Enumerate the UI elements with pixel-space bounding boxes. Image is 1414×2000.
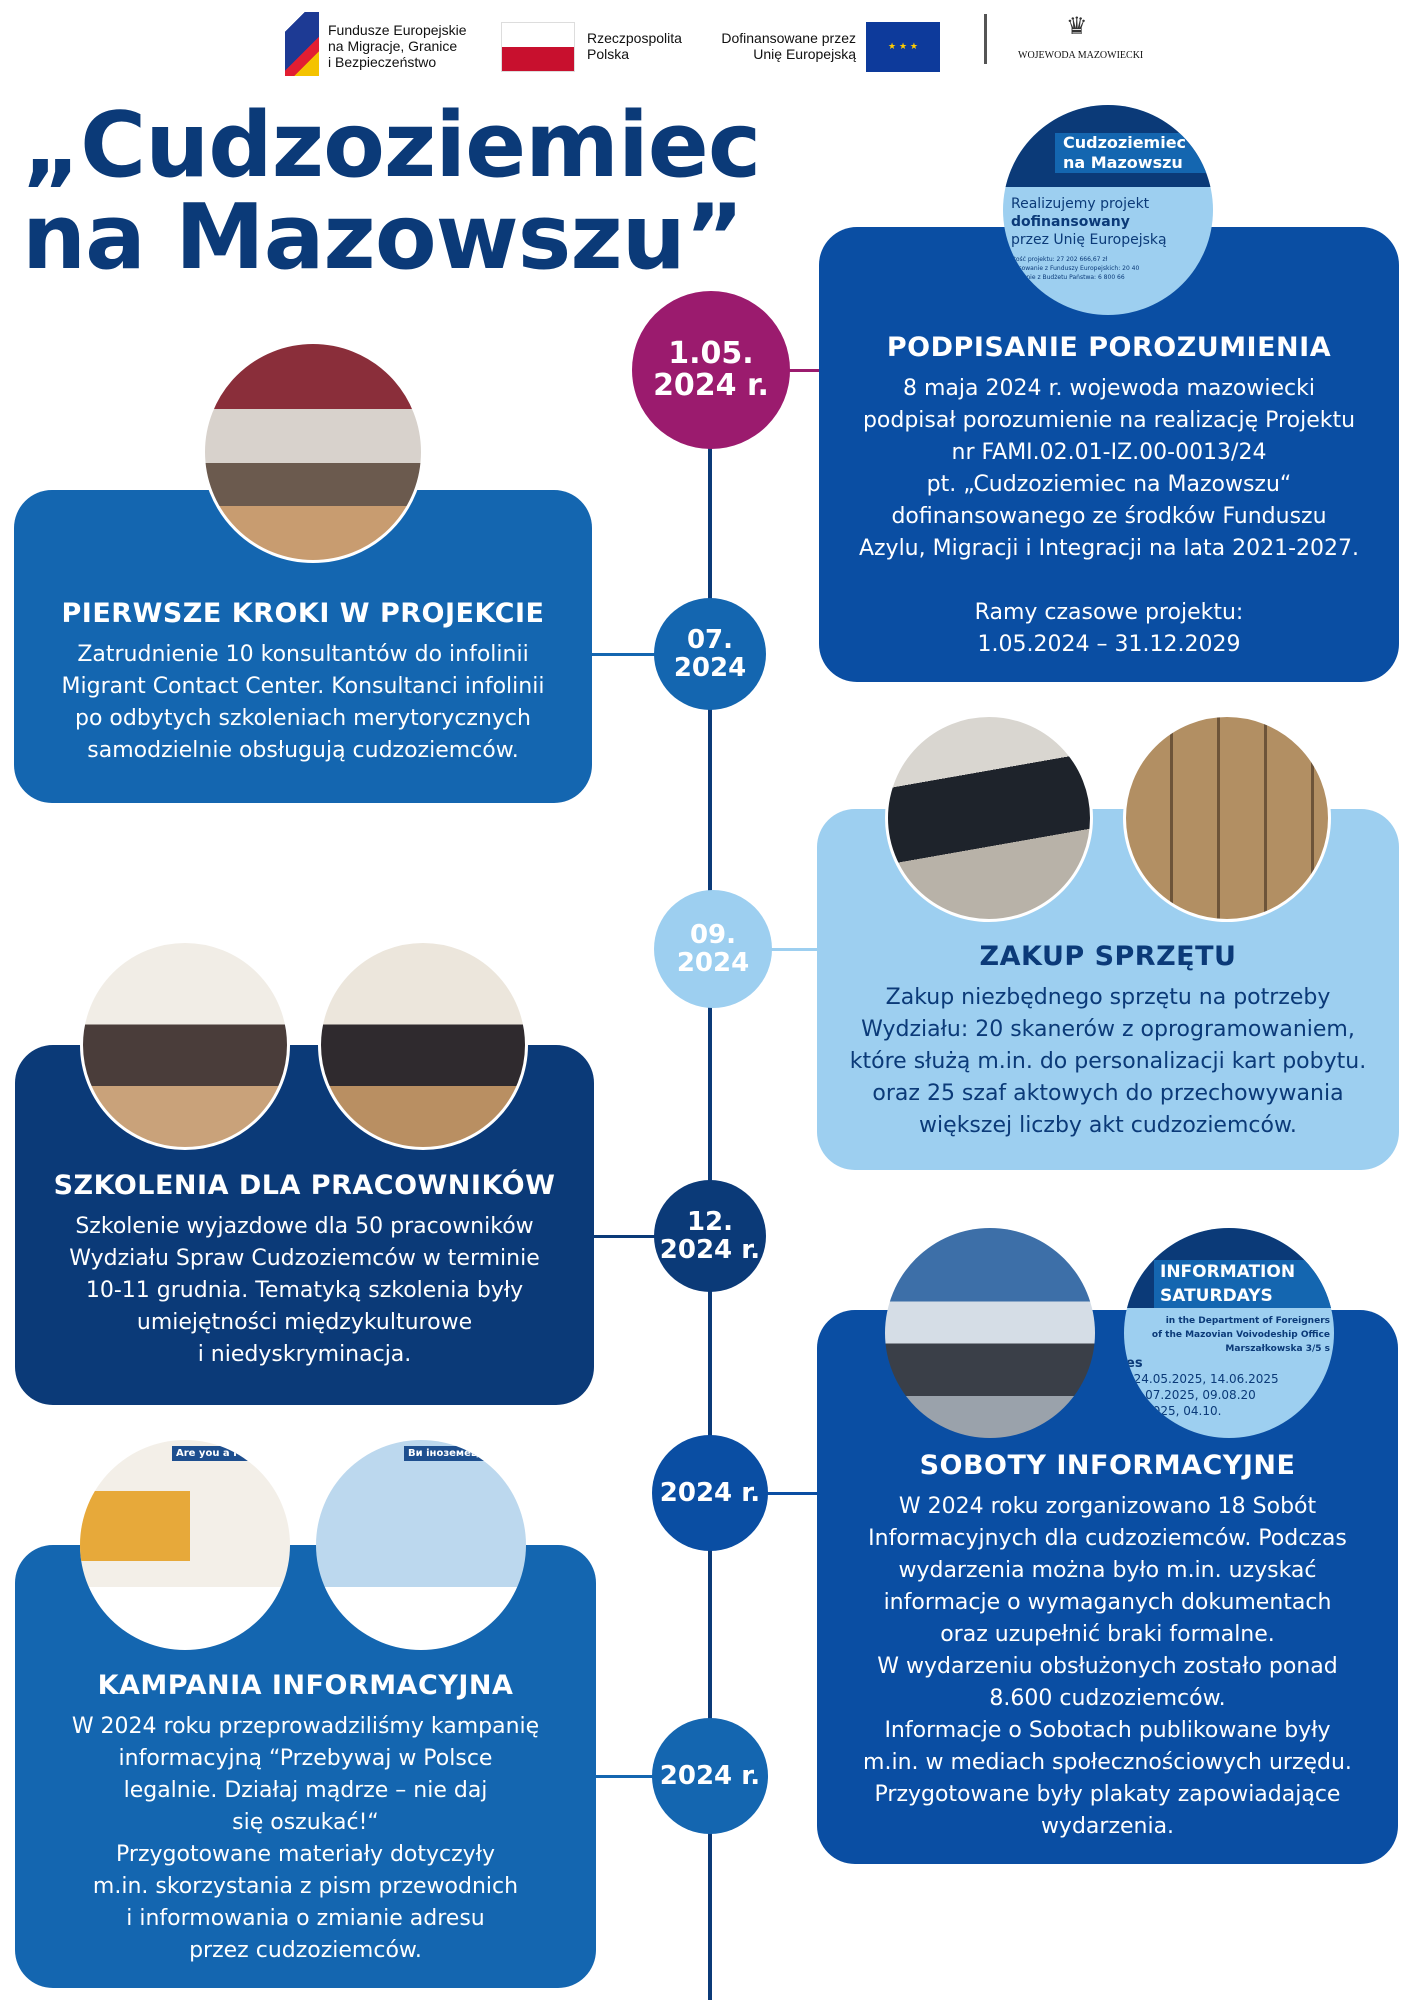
poster-line: Realizujemy projekt	[1011, 196, 1150, 212]
timeline-node-2024-05: 1.05. 2024 r.	[632, 291, 790, 449]
wojewoda-logo-text: WOJEWODA MAZOWIECKI	[1018, 50, 1144, 61]
cabinets-photo	[1123, 714, 1331, 922]
poster-title: INFORMATION SATURDAYS	[1154, 1260, 1334, 1308]
fe-logo-icon	[285, 12, 319, 76]
card-heading: SOBOTY INFORMACYJNE	[919, 1450, 1296, 1481]
fe-logo-text: Fundusze Europejskie na Migracje, Granic…	[328, 22, 467, 70]
timeline-line	[708, 330, 712, 2000]
page-title: „Cudzoziemiec na Mazowszu”	[22, 93, 761, 290]
info-saturday-photo	[885, 1228, 1095, 1438]
campaign-poster-ua: Ви іноземець	[316, 1440, 526, 1650]
connector	[590, 653, 710, 656]
card-text: W 2024 roku zorganizowano 18 Sobót Infor…	[863, 1494, 1352, 1839]
call-center-photo	[202, 341, 424, 563]
project-poster-image: Cudzoziemiec na Mazowszu Realizujemy pro…	[1003, 105, 1213, 315]
card-heading: PODPISANIE POROZUMIENIA	[886, 332, 1332, 363]
timeline-card-agreement: PODPISANIE POROZUMIENIA 8 maja 2024 r. w…	[819, 227, 1399, 682]
rp-logo-text: Rzeczpospolita Polska	[587, 30, 682, 62]
campaign-poster-en: Are you a Fore	[80, 1440, 290, 1650]
timeline-node-2024-07: 07. 2024	[654, 598, 766, 710]
card-text: Zakup niezbędnego sprzętu na potrzeby Wy…	[849, 985, 1367, 1138]
timeline-node-2024-saturdays: 2024 r.	[652, 1435, 768, 1551]
poster-title: Cudzoziemiec na Mazowszu	[1055, 133, 1213, 173]
poster-subtitle: in the Department of Foreigners of the M…	[1151, 1316, 1330, 1354]
poster-value: ansowanie z Funduszy Europejskich: 20 40	[1011, 265, 1140, 272]
poster-heading: Ви іноземець	[404, 1446, 526, 1461]
polish-flag-icon	[501, 22, 575, 72]
card-text: 8 maja 2024 r. wojewoda mazowiecki podpi…	[858, 376, 1360, 657]
card-heading: KAMPANIA INFORMACYJNA	[97, 1670, 514, 1701]
timeline-node-2024-09: 09. 2024	[654, 890, 772, 1008]
timeline-card-campaign: KAMPANIA INFORMACYJNA W 2024 roku przepr…	[15, 1545, 596, 1988]
poster-line: przez Unię Europejską	[1011, 232, 1167, 248]
envelope-image	[80, 1491, 190, 1561]
eagle-icon: ♛	[1066, 12, 1088, 40]
card-text: W 2024 roku przeprowadziliśmy kampanię i…	[71, 1714, 540, 1963]
poster-dates-heading: es	[1126, 1356, 1143, 1371]
timeline-card-saturdays: SOBOTY INFORMACYJNE W 2024 roku zorganiz…	[817, 1310, 1398, 1864]
timeline-node-2024-12: 12. 2024 r.	[654, 1180, 766, 1292]
eu-flag-icon: ★ ★ ★	[866, 22, 940, 72]
card-heading: ZAKUP SPRZĘTU	[979, 941, 1237, 972]
poster-line: dofinansowany	[1011, 214, 1130, 230]
eu-logo-text: Dofinansowane przez Unię Europejską	[721, 30, 856, 62]
timeline-node-2024-campaign: 2024 r.	[652, 1718, 768, 1834]
info-saturdays-poster: INFORMATION SATURDAYS in the Department …	[1124, 1228, 1334, 1438]
scanner-photo	[885, 714, 1093, 922]
card-text: Szkolenie wyjazdowe dla 50 pracowników W…	[69, 1214, 540, 1367]
card-heading: PIERWSZE KROKI W PROJEKCIE	[61, 598, 545, 629]
poster-value: sowanie z Budżetu Państwa: 6 800 66	[1011, 274, 1125, 281]
divider	[984, 14, 987, 64]
training-photo-1	[80, 940, 290, 1150]
card-heading: SZKOLENIA DLA PRACOWNIKÓW	[53, 1170, 556, 1201]
card-text: Zatrudnienie 10 konsultantów do infolini…	[61, 642, 545, 763]
connector	[592, 1235, 710, 1238]
training-photo-2	[318, 940, 528, 1150]
poster-value: rtość projektu: 27 202 666,67 zł	[1011, 256, 1108, 263]
poster-heading: Are you a Fore	[172, 1446, 290, 1461]
